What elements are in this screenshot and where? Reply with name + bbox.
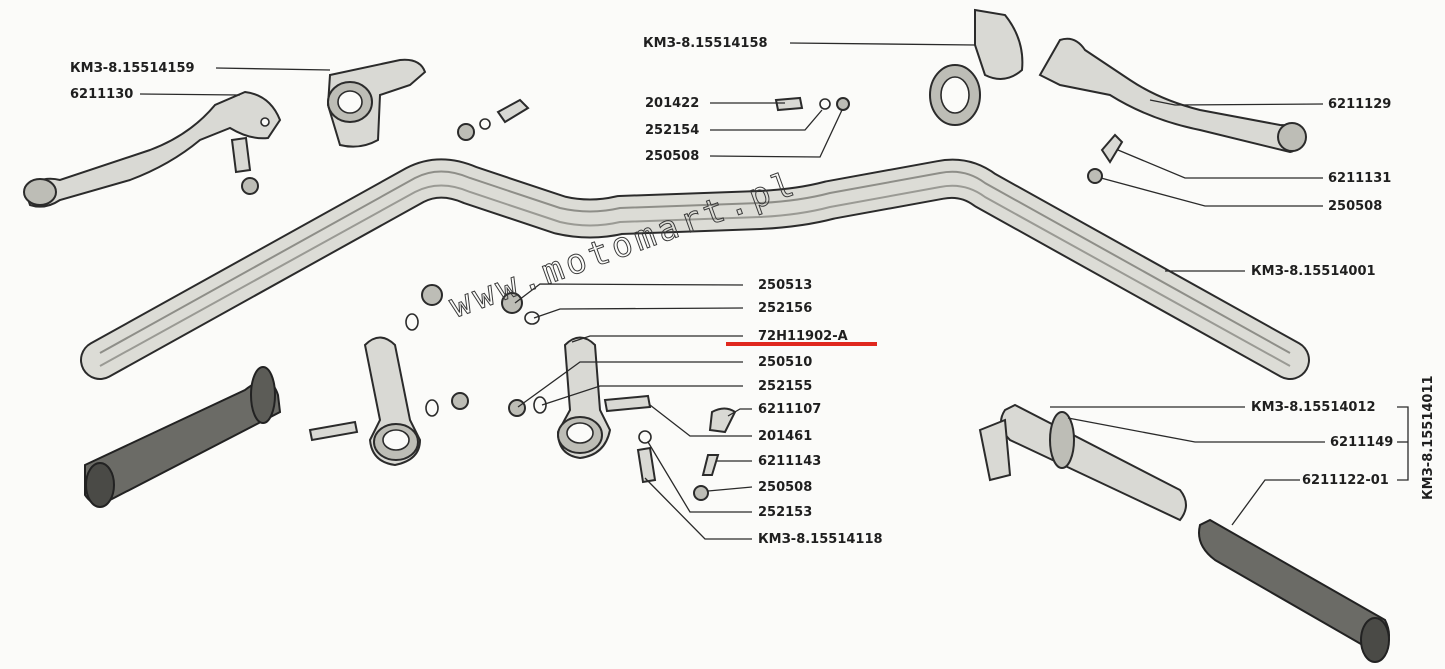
left-lever [23,90,282,208]
left-lever-bracket [326,58,427,148]
leader-lines [139,42,1409,540]
label-6211107: 6211107 [758,402,821,417]
right-lever [1038,37,1307,154]
label-6211129: 6211129 [1328,97,1391,112]
handlebar [80,158,1310,380]
label-kmz-15514001: КМЗ-8.15514001 [1251,264,1376,279]
label-250508-right: 250508 [1328,199,1382,214]
label-6211149: 6211149 [1330,435,1393,450]
label-250508-top: 250508 [645,149,699,164]
label-kmz-15514011: КМЗ-8.15514011 [1421,375,1436,500]
label-kmz-15514158: КМЗ-8.15514158 [643,36,768,51]
right-grip [1198,518,1390,663]
label-252156: 252156 [758,301,812,316]
label-252154: 252154 [645,123,699,138]
right-lever-bracket [929,8,1024,126]
label-201422: 201422 [645,96,699,111]
label-6211131: 6211131 [1328,171,1391,186]
left-clamp [363,336,422,467]
label-kmz-15514118: КМЗ-8.15514118 [758,532,883,547]
label-201461: 201461 [758,429,812,444]
label-250513: 250513 [758,278,812,293]
right-clamp [556,336,612,460]
label-252155: 252155 [758,379,812,394]
label-kmz-15514012: КМЗ-8.15514012 [1251,400,1376,415]
label-250510: 250510 [758,355,812,370]
left-grip [84,366,282,508]
label-6211143: 6211143 [758,454,821,469]
right-small-fasteners [774,96,1124,184]
label-6211130: 6211130 [70,87,133,102]
label-252153: 252153 [758,505,812,520]
left-top-fasteners [230,98,530,195]
label-kmz-15514159: КМЗ-8.15514159 [70,61,195,76]
center-fasteners [308,284,737,501]
label-250508-low: 250508 [758,480,812,495]
label-6211122-01: 6211122-01 [1302,473,1389,488]
throttle-tube [978,403,1187,522]
part-labels: КМЗ-8.15514159 6211130 КМЗ-8.15514158 20… [70,36,1436,547]
label-72h11902-a: 72H11902-A [758,329,848,344]
